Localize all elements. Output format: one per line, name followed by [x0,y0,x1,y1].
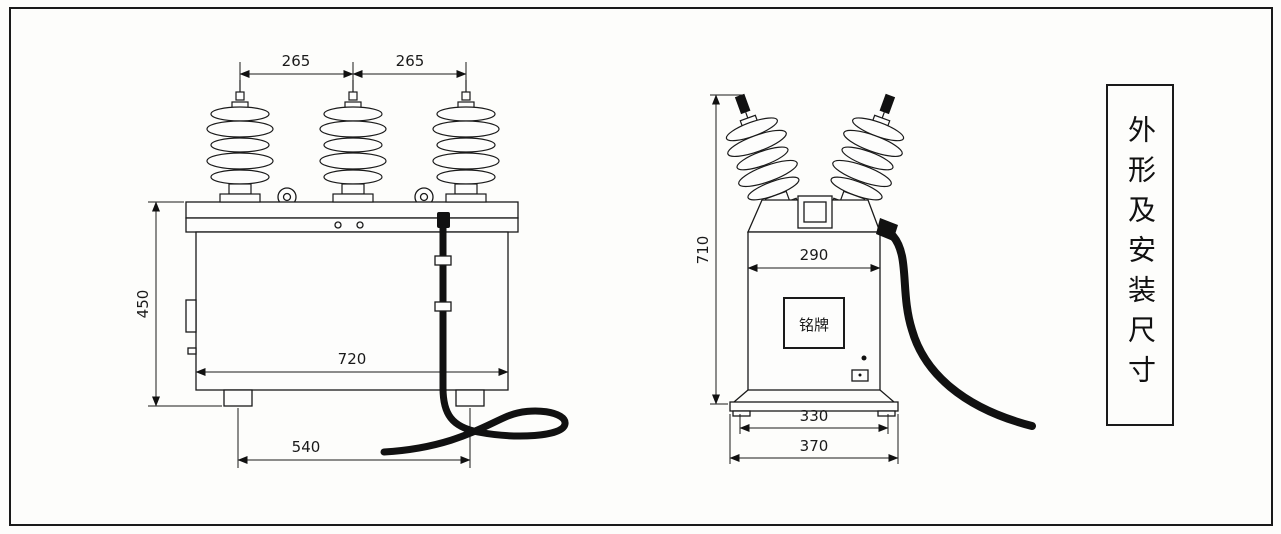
side-dim-base-inner [739,414,889,434]
nameplate-label: 铭牌 [799,316,829,334]
front-dim-bushing-spacing [239,62,467,86]
side-cable [889,232,1036,430]
terminal-dot-icon [858,373,862,377]
title-text: 外形及安装尺寸 [1124,115,1157,395]
dim-base-inner-span: 330 [800,407,829,425]
nameplate [783,297,845,349]
dim-overall-height: 710 [694,236,712,265]
lid-bolt-icon [356,221,364,229]
front-foot-left [223,389,253,407]
cable-clamp-icon [434,255,452,266]
dim-bushing-spacing-right: 265 [396,52,425,70]
base-plate [729,401,899,412]
front-dim-foot-span [237,408,471,468]
front-bushing-left [206,79,274,203]
lid-bolt-icon [334,221,342,229]
front-cable [380,224,569,456]
dim-base-outer-span: 370 [800,437,829,455]
dim-height: 450 [134,290,152,319]
base-flare-left [733,389,749,403]
dim-bushing-spacing-left: 265 [282,52,311,70]
dim-body-depth: 290 [800,246,829,264]
side-view-drawing: 铭牌 710 290 [694,84,1036,464]
front-lid-top [185,201,519,219]
front-tank-body [195,231,509,391]
cable-clamp-icon [434,301,452,312]
dim-body-width: 720 [338,350,367,368]
front-side-plate [185,299,197,333]
side-dim-base-outer [729,414,899,464]
front-bushing-middle [319,79,387,203]
front-bushing-right [432,79,500,203]
base-foot-left [732,410,751,417]
dim-foot-span: 540 [292,438,321,456]
title-box: 外形及安装尺寸 [1106,84,1174,426]
base-flare-right [879,389,895,403]
front-foot-right [455,389,485,407]
front-side-tab [187,347,197,355]
drawing-border [9,7,1273,526]
front-lid-bottom [185,217,519,233]
side-top-bracket-inner [803,201,827,223]
front-dim-height [148,201,222,407]
cable-connector-icon [437,212,450,228]
side-dim-overall-height [710,94,744,405]
base-foot-right [877,410,896,417]
front-view-drawing: 265 265 450 720 540 [134,52,569,468]
body-dot-icon [861,355,867,361]
